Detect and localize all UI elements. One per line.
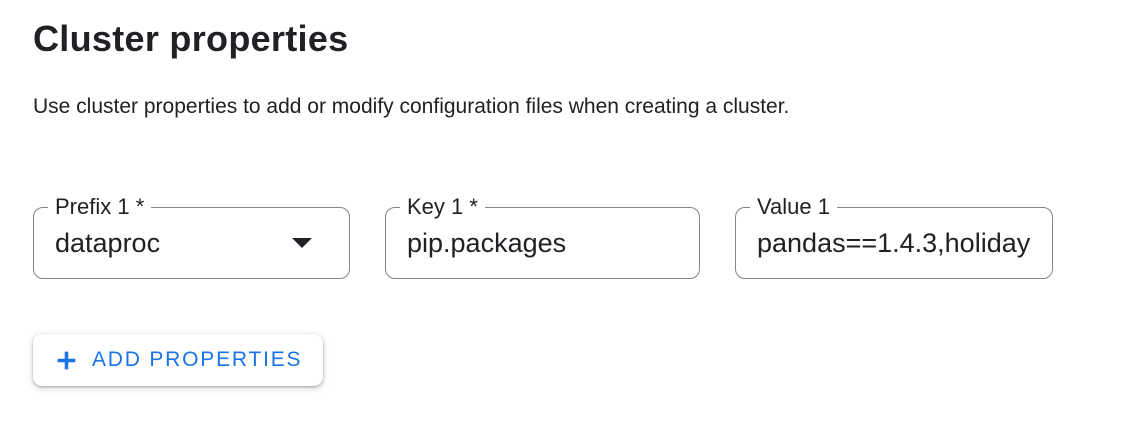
value-label: Value 1 [750, 194, 837, 220]
key-field: Key 1 * [385, 194, 700, 279]
value-field: Value 1 [735, 194, 1053, 279]
prefix-label: Prefix 1 * [48, 194, 152, 220]
dropdown-arrow-icon[interactable] [292, 238, 312, 248]
page-title: Cluster properties [33, 18, 349, 59]
property-row: Prefix 1 * dataproc Key 1 * Value 1 [33, 194, 1053, 279]
plus-icon [57, 351, 76, 369]
section-description: Use cluster properties to add or modify … [33, 95, 790, 118]
add-properties-label: ADD PROPERTIES [92, 348, 303, 371]
key-label: Key 1 * [400, 194, 485, 220]
add-properties-button[interactable]: ADD PROPERTIES [33, 334, 324, 386]
prefix-selected-value: dataproc [55, 227, 161, 258]
prefix-select[interactable]: Prefix 1 * dataproc [33, 194, 350, 279]
